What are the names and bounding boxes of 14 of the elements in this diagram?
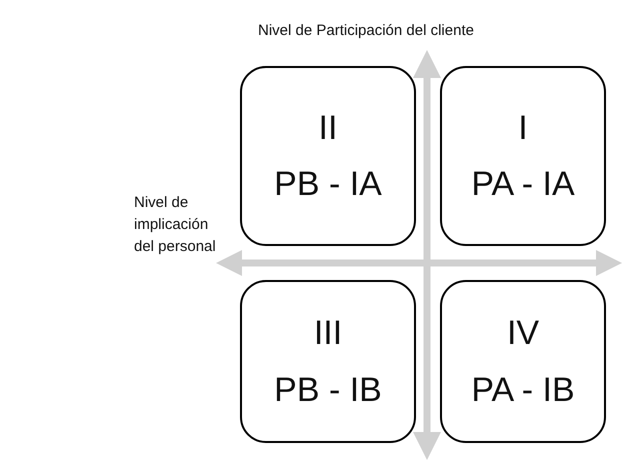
- quadrant-number: IV: [506, 313, 540, 354]
- quadrant-code: PB - IB: [274, 370, 382, 410]
- quadrant-code: PB - IA: [274, 164, 382, 205]
- quadrant-box: [440, 66, 606, 246]
- quadrant-number: II: [318, 108, 338, 148]
- quadrant-box: [240, 66, 416, 246]
- quadrant-number: III: [314, 313, 342, 354]
- axis-label: Nivel de Participación del cliente: [258, 21, 474, 41]
- quadrant-code: PA - IA: [471, 164, 575, 205]
- quadrant-box: [240, 280, 416, 443]
- quadrant-number: I: [518, 108, 528, 148]
- quadrant-box: [440, 280, 606, 443]
- axis-label: Nivel de implicación del personal: [134, 193, 217, 256]
- quadrant-code: PA - IB: [471, 370, 575, 410]
